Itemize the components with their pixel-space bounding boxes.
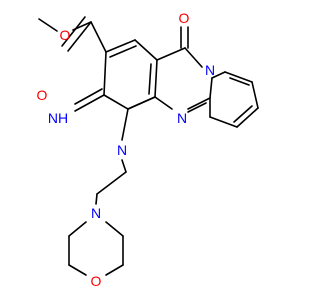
- bond-ring-c-5: [209, 116, 238, 128]
- atom-o-ring-carbonyl: O: [179, 10, 190, 26]
- atom-nh-imino: NH: [48, 110, 68, 126]
- bond-methyl-o: [38, 18, 58, 32]
- bond-ring-a-3b: [148, 63, 152, 95]
- bonds: [38, 16, 259, 276]
- molecule-structure-diagram: O O O N N N NH N O: [37, 10, 259, 289]
- bond-ring-a-2: [134, 39, 158, 61]
- atom-n1: N: [117, 142, 127, 158]
- bond-n1-ring-a: [121, 108, 129, 141]
- bond-ring-b-1: [156, 47, 186, 61]
- bond-ring-b-5: [154, 96, 173, 110]
- atom-n-morpholine: N: [91, 205, 101, 221]
- bond-ring-c-1: [211, 71, 226, 79]
- bond-imino-1: [74, 94, 105, 112]
- bond-ring-c-4: [236, 107, 259, 128]
- structure-svg: O O O N N N NH N O: [37, 10, 259, 289]
- bond-morph-6: [105, 221, 124, 237]
- bond-morph-1: [68, 221, 87, 237]
- atom-o-methoxy: O: [60, 27, 71, 43]
- bond-ester-double-o-2: [61, 16, 86, 47]
- bond-chain-3: [95, 193, 98, 205]
- bond-ring-c-4b: [233, 105, 253, 123]
- bond-chain-2: [96, 171, 127, 195]
- bond-ring-a-6: [103, 51, 107, 96]
- atom-n-ring: N: [205, 62, 215, 78]
- bond-n1-ring-b: [127, 96, 156, 110]
- bond-ring-b-2: [184, 47, 203, 68]
- bond-n1-chain-1: [121, 159, 127, 173]
- atom-o-morpholine: O: [91, 273, 102, 289]
- bond-ring-a-1b: [109, 45, 137, 58]
- bond-ring-a-1: [105, 39, 136, 53]
- bond-ring-c-2: [224, 71, 253, 83]
- bond-imino-2: [74, 88, 103, 105]
- bond-ester-double-o: [67, 21, 92, 52]
- atom-labels: O O O N N N NH N O: [37, 10, 216, 289]
- atom-o-ester-carbonyl: O: [37, 87, 48, 103]
- bond-ring-b-4b: [187, 102, 207, 113]
- bond-ring-c-3: [251, 81, 259, 109]
- bond-ring-b-3: [209, 77, 213, 99]
- atom-n-bridge: N: [177, 110, 187, 126]
- bond-ring-a-5: [103, 94, 129, 110]
- bond-ring-a-3: [154, 59, 158, 98]
- bond-morph-3: [68, 264, 87, 276]
- bond-ring-b-4: [187, 97, 211, 110]
- bond-morph-4: [105, 264, 124, 276]
- bond-ester-c-ring: [90, 21, 107, 53]
- bond-ring-c-2b: [229, 77, 250, 86]
